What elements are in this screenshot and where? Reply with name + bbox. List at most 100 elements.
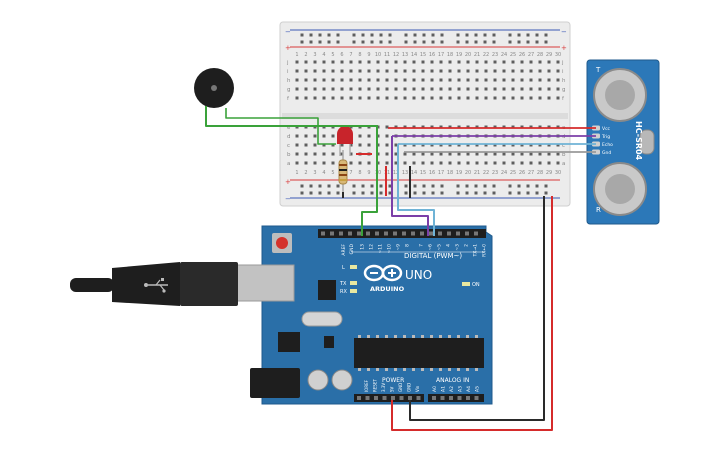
rail-hole <box>336 33 340 37</box>
rail-hole <box>431 33 435 37</box>
breadboard-hole <box>430 125 434 129</box>
breadboard-hole <box>538 143 542 147</box>
breadboard-hole <box>340 69 344 73</box>
chip-leg <box>466 335 469 338</box>
rail-hole <box>300 191 304 195</box>
breadboard-hole <box>412 152 416 156</box>
breadboard-hole <box>520 78 524 82</box>
breadboard-hole <box>412 125 416 129</box>
resistor-band-3 <box>339 174 347 176</box>
breadboard-hole <box>439 161 443 165</box>
breadboard-hole <box>394 161 398 165</box>
arduino-logo-icon <box>363 264 403 282</box>
reset-button[interactable] <box>276 237 288 249</box>
rail-hole <box>361 33 365 37</box>
rail-hole <box>352 184 356 188</box>
resistor[interactable] <box>338 150 348 192</box>
breadboard-hole <box>430 143 434 147</box>
on-led-label: ON <box>472 282 480 288</box>
wire-gnd <box>409 196 545 421</box>
breadboard-hole <box>403 161 407 165</box>
breadboard-hole <box>457 78 461 82</box>
breadboard-hole <box>403 60 407 64</box>
breadboard-hole <box>358 134 362 138</box>
header-hole <box>365 396 370 400</box>
rail-hole <box>508 40 512 44</box>
digital-pin-label: 2 <box>464 244 470 247</box>
column-number-bottom: 13 <box>402 170 408 176</box>
breadboard-hole <box>412 87 416 91</box>
breadboard-hole <box>340 78 344 82</box>
l-led-label: L <box>342 265 345 271</box>
breadboard-hole <box>457 60 461 64</box>
breadboard-hole <box>295 60 299 64</box>
sensor-r-label: R <box>596 206 601 214</box>
rail-hole <box>300 184 304 188</box>
breadboard-hole <box>403 78 407 82</box>
power-pin-label: 5V <box>390 386 395 392</box>
rail-hole <box>492 191 496 195</box>
breadboard-hole <box>547 96 551 100</box>
wire-trig-pin <box>391 136 429 236</box>
rail-hole <box>379 40 383 44</box>
rail-hole <box>361 184 365 188</box>
breadboard-hole <box>556 125 560 129</box>
rail-hole <box>465 184 469 188</box>
breadboard-hole <box>538 78 542 82</box>
breadboard-hole <box>331 60 335 64</box>
digital-pin-label: 8 <box>405 244 411 247</box>
breadboard-hole <box>475 125 479 129</box>
rail-hole <box>431 40 435 44</box>
power-pin-label: IOREF <box>364 379 369 392</box>
breadboard-hole <box>430 161 434 165</box>
rail-hole <box>517 40 521 44</box>
rail-hole <box>431 184 435 188</box>
rail-hole <box>370 40 374 44</box>
header-hole <box>391 396 395 400</box>
analog-pin-label: A4 <box>466 386 472 392</box>
rail-hole <box>492 33 496 37</box>
breadboard-hole <box>502 87 506 91</box>
breadboard-hole <box>322 152 326 156</box>
board-crystal <box>301 311 343 327</box>
breadboard-hole <box>484 87 488 91</box>
breadboard-hole <box>475 143 479 147</box>
breadboard-hole <box>439 125 443 129</box>
breadboard-hole <box>304 152 308 156</box>
top-rail-plus-label-right: + <box>561 44 567 52</box>
chip-leg <box>412 368 415 371</box>
rail-hole <box>492 184 496 188</box>
red-led[interactable] <box>337 126 353 156</box>
sensor-t-label: T <box>595 66 601 74</box>
chip-leg <box>430 335 433 338</box>
column-number-top: 19 <box>456 52 462 58</box>
rail-hole <box>422 33 426 37</box>
rail-hole <box>388 184 392 188</box>
rail-hole <box>413 33 417 37</box>
breadboard-hole <box>385 161 389 165</box>
breadboard-hole <box>394 60 398 64</box>
digital-pin-label: ~9 <box>396 244 402 251</box>
breadboard-hole <box>493 69 497 73</box>
column-number-bottom: 25 <box>510 170 516 176</box>
header-hole <box>411 231 415 236</box>
header-hole <box>465 231 469 236</box>
breadboard-hole <box>304 69 308 73</box>
breadboard-hole <box>457 87 461 91</box>
wire-buzzer-green <box>205 106 378 127</box>
piezo-buzzer[interactable] <box>194 68 234 108</box>
breadboard-hole <box>367 134 371 138</box>
bottom-header-holes <box>357 396 479 400</box>
breadboard-hole <box>493 125 497 129</box>
power-pin-label: GND <box>398 383 403 392</box>
breadboard-hole <box>547 161 551 165</box>
breadboard-hole <box>484 161 488 165</box>
row-letter: h <box>287 78 291 84</box>
breadboard-hole <box>385 78 389 82</box>
rail-hole <box>336 40 340 44</box>
power-pin-label: Vin <box>415 385 420 392</box>
